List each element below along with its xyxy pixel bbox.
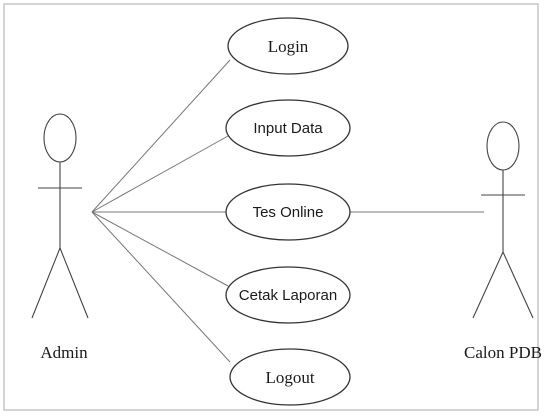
use-case-tes-online-label: Tes Online xyxy=(253,204,324,221)
actor-calon-pdb xyxy=(472,121,534,319)
use-case-input-data: Input Data xyxy=(225,99,351,157)
actor-calon-pdb-right-leg xyxy=(502,251,534,319)
actor-admin xyxy=(31,113,89,319)
use-case-login: Login xyxy=(227,17,349,75)
use-case-login-label: Login xyxy=(268,37,309,56)
use-case-logout-label: Logout xyxy=(265,368,314,387)
use-case-cetak-laporan-label: Cetak Laporan xyxy=(239,287,337,304)
diagram-frame xyxy=(3,3,539,411)
association-input-data xyxy=(91,135,229,213)
use-case-tes-online: Tes Online xyxy=(225,183,351,241)
actor-calon-pdb-left-leg xyxy=(472,251,504,319)
actor-admin-right-leg xyxy=(59,247,89,319)
actor-calon-pdb-head xyxy=(486,121,520,171)
actor-admin-left-leg xyxy=(31,247,61,319)
actor-calon-pdb-label: Calon PDB xyxy=(464,343,542,362)
association-logout xyxy=(91,211,231,363)
actor-admin-label: Admin xyxy=(40,343,88,362)
use-case-cetak-laporan: Cetak Laporan xyxy=(225,266,351,324)
use-case-logout: Logout xyxy=(229,348,351,406)
association-login xyxy=(91,59,231,213)
actor-admin-head xyxy=(43,113,77,163)
use-case-input-data-label: Input Data xyxy=(253,120,323,137)
admin-associations xyxy=(91,59,231,363)
association-cetak-laporan xyxy=(91,211,229,287)
